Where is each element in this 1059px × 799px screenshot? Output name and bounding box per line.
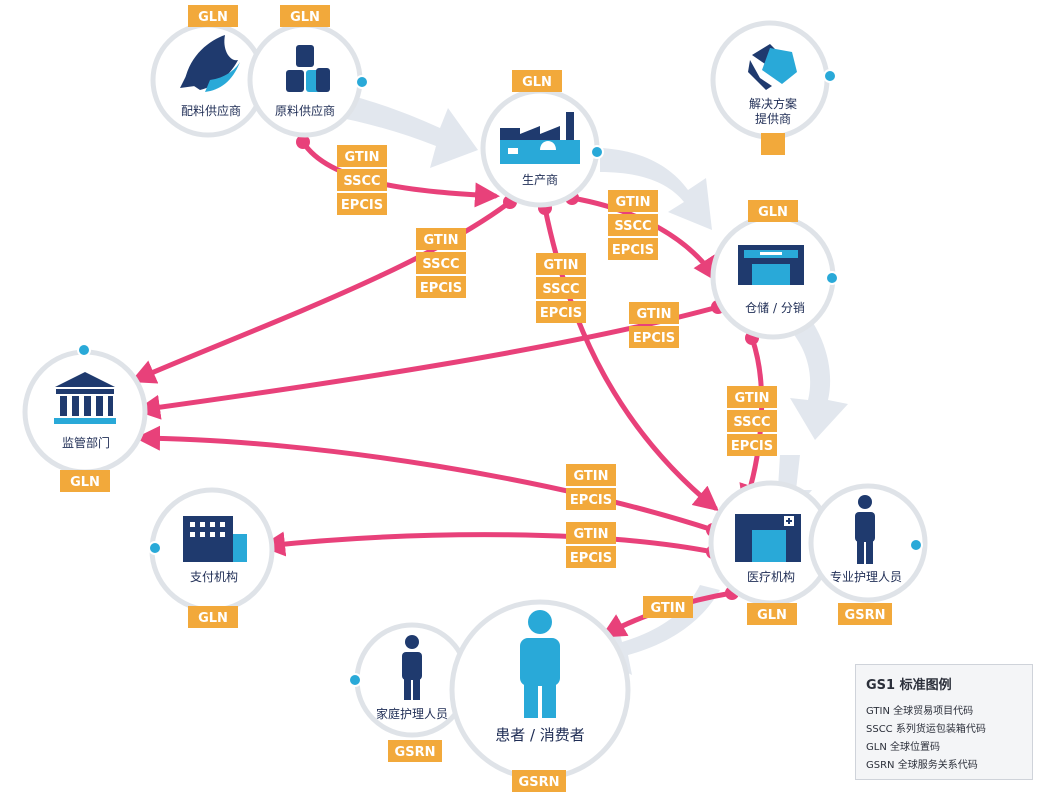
svg-text:GLN: GLN [522, 75, 552, 90]
label-manufacturer: 生产商 [522, 172, 558, 187]
svg-text:EPCIS: EPCIS [570, 551, 612, 566]
svg-text:GTIN: GTIN [573, 527, 608, 542]
cyan-dots [77, 69, 923, 687]
svg-text:EPCIS: EPCIS [612, 243, 654, 258]
svg-text:EPCIS: EPCIS [540, 306, 582, 321]
flow-tag-stack-warehouse-regulator: GTIN EPCIS [629, 302, 679, 348]
caregiver-person-icon [855, 495, 875, 564]
svg-text:GTIN: GTIN [543, 258, 578, 273]
svg-text:GTIN: GTIN [344, 150, 379, 165]
svg-text:GTIN: GTIN [650, 601, 685, 616]
flow-tag-stack-medical-regulator: GTIN EPCIS [566, 464, 616, 510]
svg-text:SSCC: SSCC [542, 282, 579, 297]
svg-text:EPCIS: EPCIS [570, 493, 612, 508]
svg-text:GLN: GLN [290, 10, 320, 25]
legend-item-gtin: GTIN 全球贸易项目代码 [866, 706, 974, 717]
svg-text:EPCIS: EPCIS [633, 331, 675, 346]
flow-tag-stack-warehouse-medical: GTIN SSCC EPCIS [727, 386, 777, 456]
svg-text:SSCC: SSCC [614, 219, 651, 234]
tag-gsrn: GSRN [838, 603, 892, 625]
label-family-caregiver: 家庭护理人员 [376, 706, 448, 721]
svg-text:EPCIS: EPCIS [731, 439, 773, 454]
flow-warehouse-to-regulator [135, 304, 721, 420]
gsrn-tags: GSRN GSRN GSRN [388, 603, 892, 792]
node-labels: 配料供应商 原料供应商 生产商 解决方案 提供商 仓储 / 分销 监管部门 支付… [62, 96, 902, 744]
legend-box: GS1 标准图例 GTIN 全球贸易项目代码 SSCC 系列货运包装箱代码 GL… [855, 664, 1033, 780]
legend-item-sscc: SSCC 系列货运包装箱代码 [866, 724, 986, 735]
flow-medical-to-payment [260, 531, 716, 557]
barrels-icon [286, 45, 330, 92]
svg-text:GTIN: GTIN [615, 195, 650, 210]
label-professional-caregiver: 专业护理人员 [830, 569, 902, 584]
tag-gln: GLN [512, 70, 562, 92]
svg-text:GLN: GLN [198, 10, 228, 25]
svg-text:GTIN: GTIN [636, 307, 671, 322]
family-person-icon [402, 635, 422, 700]
flow-manufacturer-to-warehouse [569, 195, 718, 283]
tag-gsrn: GSRN [512, 770, 566, 792]
tag-gsrn: GSRN [388, 740, 442, 762]
flow-tag-stack-manufacturer-warehouse: GTIN SSCC EPCIS [608, 190, 658, 260]
svg-text:GSRN: GSRN [395, 745, 436, 760]
svg-text:SSCC: SSCC [422, 257, 459, 272]
flow-tag-stack-supplier-manufacturer: GTIN SSCC EPCIS [337, 145, 387, 215]
svg-text:GLN: GLN [198, 611, 228, 626]
fish-icon [180, 35, 240, 92]
office-building-icon [183, 516, 247, 562]
legend-item-gln: GLN 全球位置码 [866, 742, 940, 753]
svg-text:GLN: GLN [70, 475, 100, 490]
label-medical-institution: 医疗机构 [747, 569, 795, 584]
svg-text:EPCIS: EPCIS [341, 198, 383, 213]
svg-text:EPCIS: EPCIS [420, 281, 462, 296]
tag-gln: GLN [188, 606, 238, 628]
flow-tag-stack-manufacturer-medical: GTIN SSCC EPCIS [536, 253, 586, 323]
label-raw-material-supplier: 原料供应商 [275, 103, 335, 118]
flow-tag-stack-medical-payment: GTIN EPCIS [566, 522, 616, 568]
label-solution-provider-line1: 解决方案 [749, 96, 797, 111]
tag-gln: GLN [188, 5, 238, 27]
legend-title: GS1 标准图例 [866, 678, 952, 693]
hospital-icon [735, 514, 801, 562]
svg-text:GLN: GLN [758, 205, 788, 220]
warehouse-icon [738, 245, 804, 285]
handshake-icon [748, 44, 797, 90]
svg-text:GSRN: GSRN [845, 608, 886, 623]
svg-text:GTIN: GTIN [423, 233, 458, 248]
flow-tag-medical-patient: GTIN [643, 596, 693, 618]
tag-gln: GLN [60, 470, 110, 492]
flow-manufacturer-to-regulator [130, 199, 513, 384]
tag-gln: GLN [748, 200, 798, 222]
label-solution-provider-line2: 提供商 [755, 111, 791, 126]
flow-medical-to-regulator [135, 425, 716, 533]
factory-icon [500, 112, 580, 164]
label-patient-consumer: 患者 / 消费者 [495, 726, 585, 744]
flow-tag-stack-manufacturer-regulator: GTIN SSCC EPCIS [416, 228, 466, 298]
label-regulator: 监管部门 [62, 435, 110, 450]
svg-text:GSRN: GSRN [519, 775, 560, 790]
node-circles [22, 20, 928, 781]
patient-person-icon [520, 610, 560, 718]
gln-tags: GLN GLN GLN GLN GLN GLN GLN [60, 5, 798, 628]
svg-text:GTIN: GTIN [734, 391, 769, 406]
label-warehouse: 仓储 / 分销 [745, 300, 805, 315]
svg-text:SSCC: SSCC [343, 174, 380, 189]
svg-text:GLN: GLN [757, 608, 787, 623]
tag-gln: GLN [280, 5, 330, 27]
tag-solution-provider [761, 133, 785, 155]
svg-text:GTIN: GTIN [573, 469, 608, 484]
tag-gln: GLN [747, 603, 797, 625]
svg-text:SSCC: SSCC [733, 415, 770, 430]
government-building-icon [54, 372, 116, 424]
label-ingredient-supplier: 配料供应商 [181, 103, 241, 118]
legend-item-gsrn: GSRN 全球服务关系代码 [866, 760, 978, 771]
label-payment-institution: 支付机构 [190, 569, 238, 584]
